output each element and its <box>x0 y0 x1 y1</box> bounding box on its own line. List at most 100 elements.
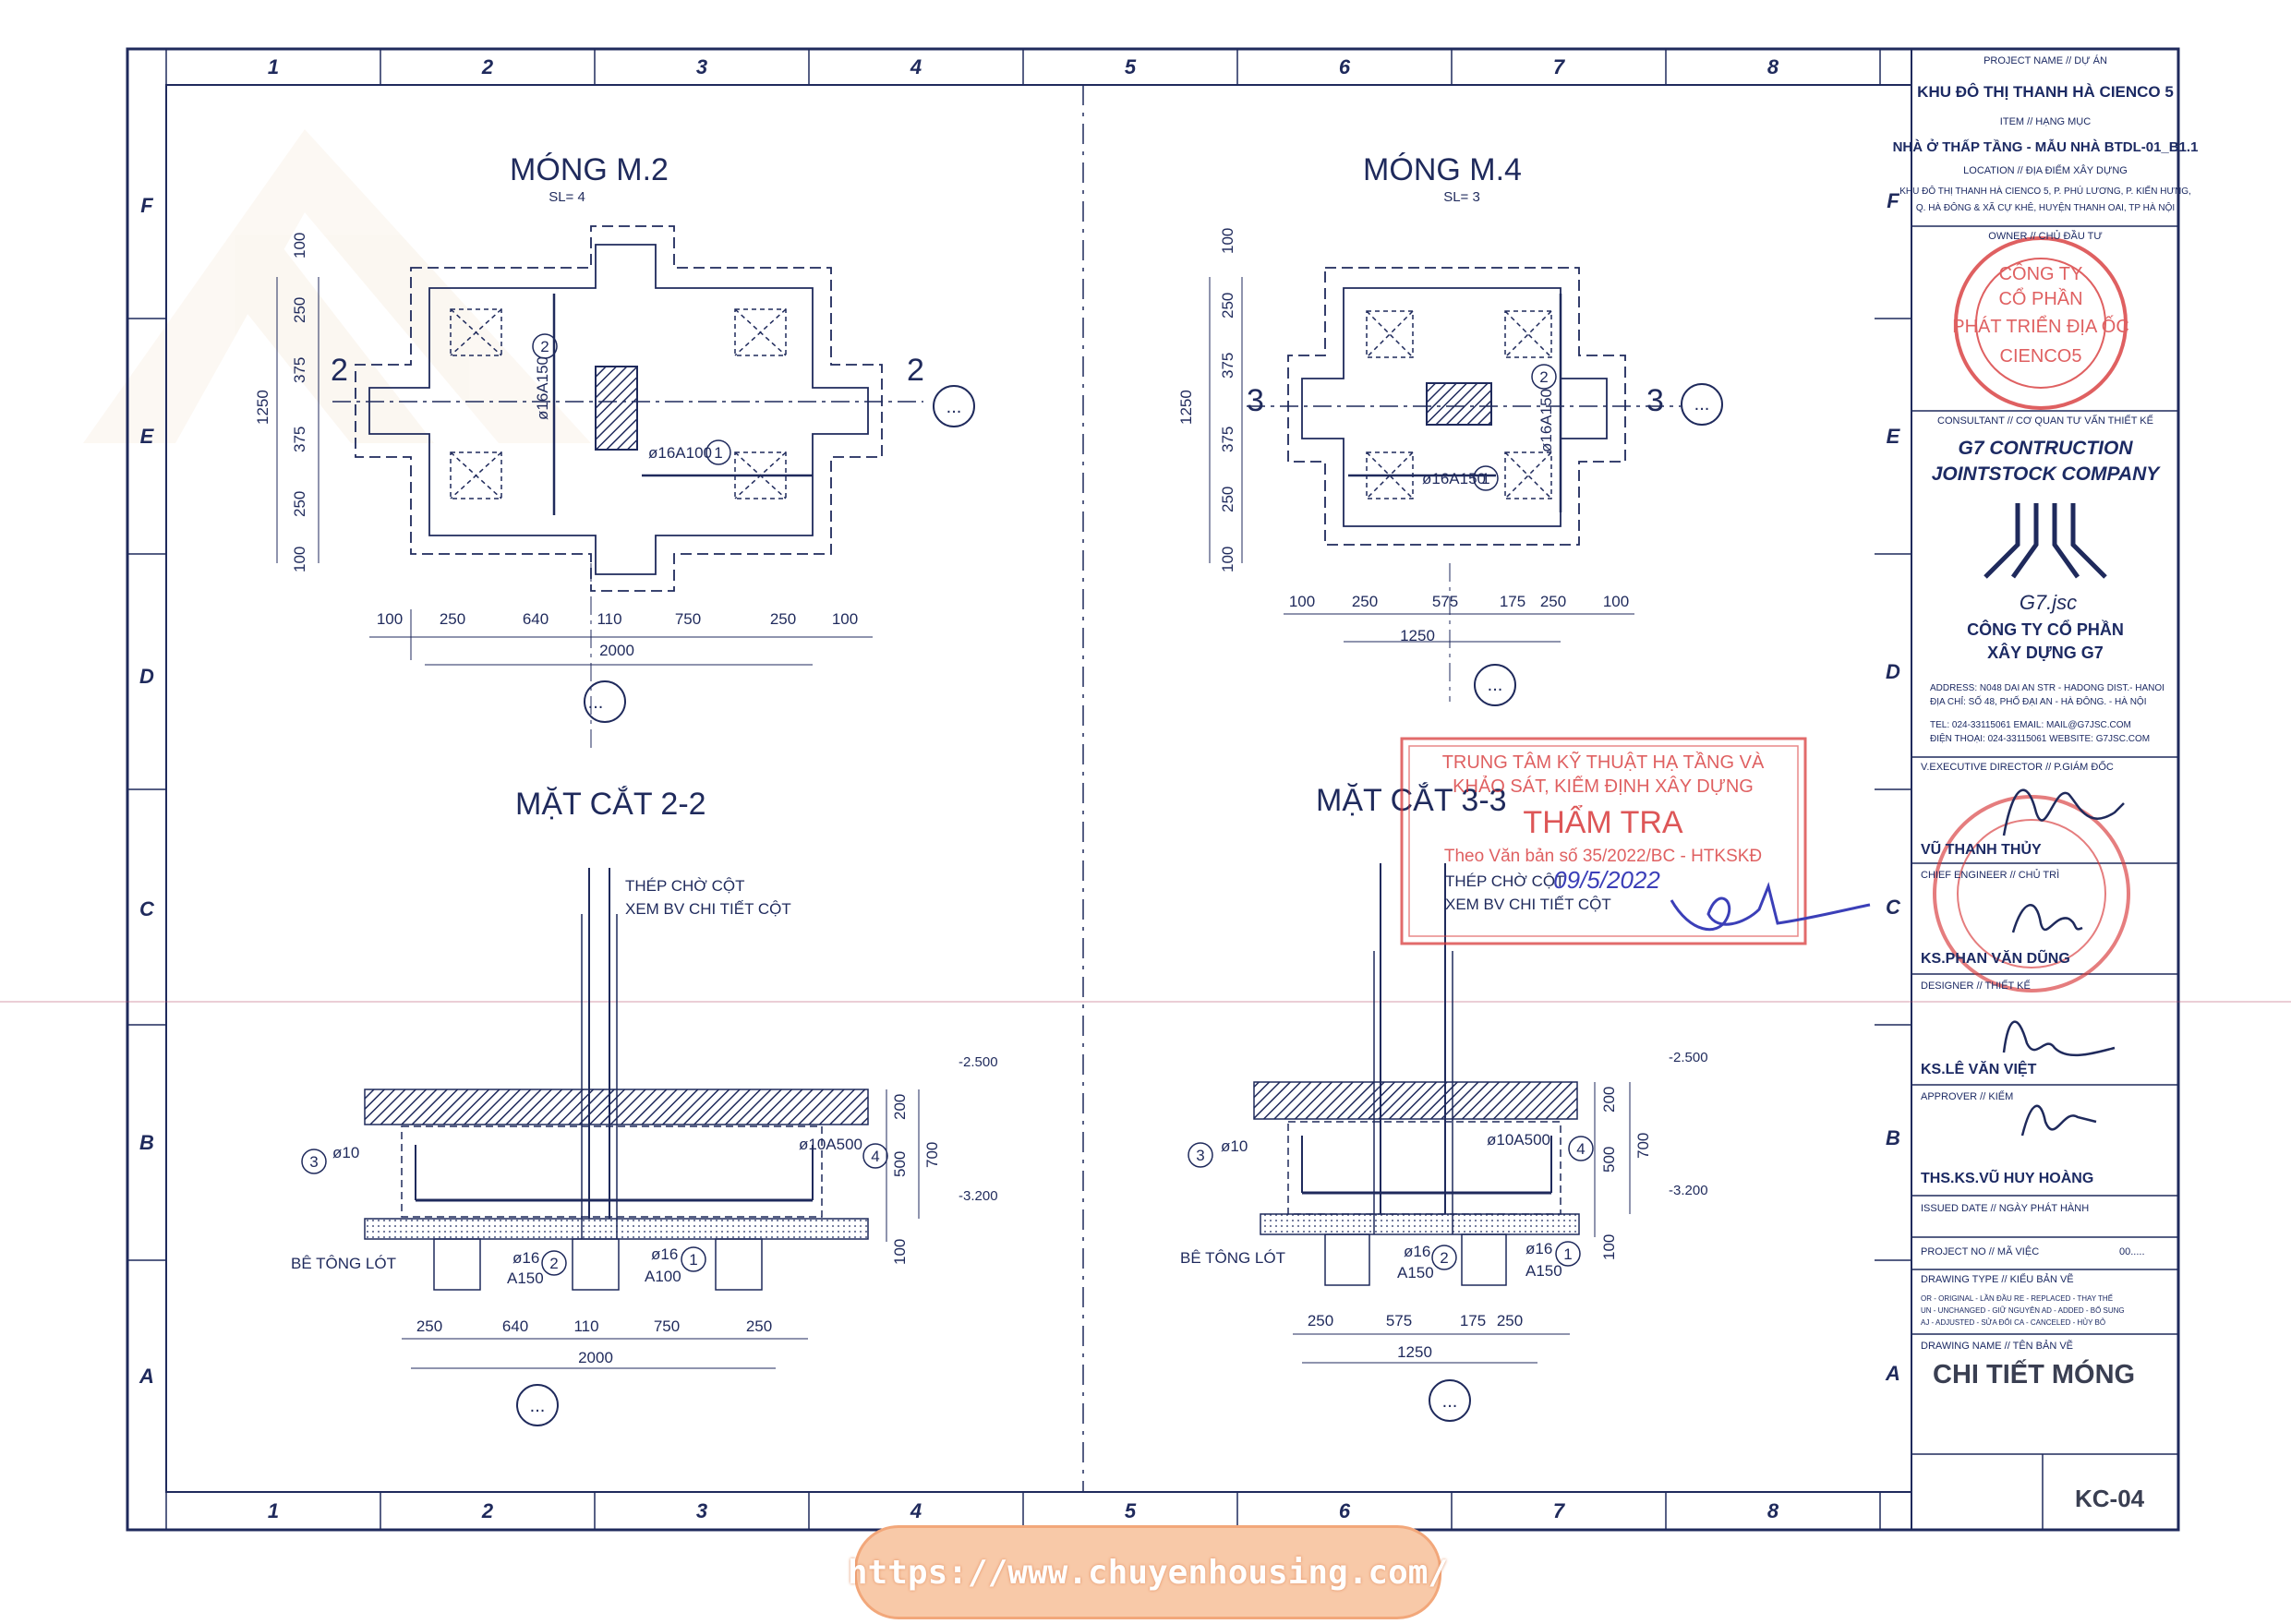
consultant-line-1: G7 CONTRUCTION <box>1958 438 2133 459</box>
owner-stamp: CÔNG TY CỔ PHẦN PHÁT TRIỂN ĐỊA ỐC CIENCO… <box>1952 236 2129 410</box>
svg-text:-3.200: -3.200 <box>1669 1183 1708 1198</box>
signature-chief <box>2011 904 2083 933</box>
plan-m2-bar2: ø16A150 <box>534 356 551 420</box>
svg-text:2: 2 <box>481 55 494 78</box>
svg-text:250: 250 <box>291 297 308 323</box>
svg-text:250: 250 <box>1497 1312 1523 1329</box>
svg-text:ø16: ø16 <box>1525 1240 1552 1257</box>
plan-m2-qty: SL= 4 <box>549 189 585 205</box>
svg-text:8: 8 <box>1767 55 1779 78</box>
svg-text:A150: A150 <box>507 1269 544 1287</box>
svg-text:ø10A500: ø10A500 <box>1487 1131 1550 1149</box>
svg-text:-3.200: -3.200 <box>959 1188 998 1204</box>
svg-text:F: F <box>1887 189 1899 212</box>
plan-mong-m2: MÓNG M.2 SL= 4 <box>276 152 975 748</box>
sheet-number: KC-04 <box>2075 1485 2145 1512</box>
svg-text:A150: A150 <box>1525 1262 1562 1280</box>
plan-m4-bar2: ø16A150 <box>1537 389 1555 452</box>
svg-text:750: 750 <box>654 1317 680 1335</box>
svg-text:110: 110 <box>597 610 621 628</box>
svg-text:575: 575 <box>1386 1312 1412 1329</box>
svg-text:2000: 2000 <box>578 1349 613 1366</box>
section-mark-2-right: 2 <box>907 353 924 388</box>
section-2-2-labels: MẶT CẮT 2-2 THÉP CHỜ CỘT XEM BV CHI TIẾT… <box>291 787 998 1416</box>
vexec-label: V.EXECUTIVE DIRECTOR // P.GIÁM ĐỐC <box>1921 762 2114 773</box>
svg-text:250: 250 <box>1352 593 1378 610</box>
chief-label: CHIEF ENGINEER // CHỦ TRÌ <box>1921 870 2060 881</box>
svg-text:D: D <box>139 665 154 688</box>
svg-text:A: A <box>1885 1362 1900 1385</box>
company-line-1: CÔNG TY CỔ PHẦN <box>1967 620 2124 639</box>
svg-text:TRUNG TÂM KỸ THUẬT HẠ TẦNG VÀ: TRUNG TÂM KỸ THUẬT HẠ TẦNG VÀ <box>1442 751 1765 773</box>
svg-text:4: 4 <box>910 55 922 78</box>
vexec-name: VŨ THANH THỦY <box>1921 842 2042 858</box>
svg-text:1: 1 <box>268 1499 279 1522</box>
issued-date-label: ISSUED DATE // NGÀY PHÁT HÀNH <box>1921 1203 2090 1214</box>
svg-text:XEM BV CHI TIẾT CỘT: XEM BV CHI TIẾT CỘT <box>1445 896 1611 913</box>
section-2-2 <box>301 868 920 1426</box>
signature-vexec <box>2002 788 2125 836</box>
svg-text:3: 3 <box>1196 1147 1204 1164</box>
svg-text:200: 200 <box>891 1094 909 1120</box>
svg-text:1250: 1250 <box>254 390 271 425</box>
svg-text:1: 1 <box>689 1251 697 1269</box>
title-block-dividers <box>1911 225 2178 1530</box>
drawing-name: CHI TIẾT MÓNG <box>1933 1360 2136 1389</box>
svg-text:100: 100 <box>377 610 403 628</box>
approver-label: APPROVER // KIỂM <box>1921 1091 2014 1102</box>
svg-text:640: 640 <box>502 1317 528 1335</box>
svg-text:...: ... <box>530 1396 546 1416</box>
svg-text:2: 2 <box>540 338 549 355</box>
svg-text:-2.500: -2.500 <box>1669 1050 1708 1065</box>
svg-text:XEM BV CHI TIẾT CỘT: XEM BV CHI TIẾT CỘT <box>625 900 791 918</box>
svg-text:A100: A100 <box>645 1268 681 1285</box>
plan-m4-bar1: ø16A150 <box>1422 470 1486 487</box>
svg-text:F: F <box>140 194 153 217</box>
svg-text:250: 250 <box>770 610 796 628</box>
item-label: ITEM // HẠNG MỤC <box>1999 116 2092 127</box>
svg-text:375: 375 <box>291 427 308 452</box>
drawing-type-line-3: AJ - ADJUSTED - SỬA ĐỔI CA - CANCELED - … <box>1921 1318 2106 1327</box>
svg-text:110: 110 <box>573 1317 598 1335</box>
project-label: PROJECT NAME // DỰ ÁN <box>1984 55 2107 66</box>
svg-text:2: 2 <box>481 1499 494 1522</box>
section-2-2-title: MẶT CẮT 2-2 <box>515 787 706 822</box>
svg-text:CIENCO5: CIENCO5 <box>2000 346 2082 367</box>
svg-text:THẨM TRA: THẨM TRA <box>1523 805 1682 840</box>
designer-name: KS.LÊ VĂN VIỆT <box>1921 1062 2037 1077</box>
svg-text:4: 4 <box>910 1499 922 1522</box>
svg-text:375: 375 <box>1219 427 1236 452</box>
svg-text:1: 1 <box>1481 470 1489 487</box>
svg-text:...: ... <box>1694 394 1710 415</box>
svg-text:KHẢO SÁT, KIỂM ĐỊNH XÂY DỰNG: KHẢO SÁT, KIỂM ĐỊNH XÂY DỰNG <box>1453 776 1754 797</box>
plan-mong-m4: MÓNG M.4 SL= 3 <box>1209 152 1723 706</box>
svg-text:575: 575 <box>1432 593 1458 610</box>
plan-m4-qty: SL= 3 <box>1443 189 1480 205</box>
section-3-3 <box>1188 863 1631 1422</box>
svg-text:1: 1 <box>1563 1245 1572 1263</box>
svg-text:E: E <box>140 425 155 448</box>
svg-text:640: 640 <box>523 610 549 628</box>
svg-text:2: 2 <box>549 1255 558 1272</box>
svg-text:3: 3 <box>696 55 707 78</box>
watermark-url: https://www.chuyenhousing.com/ <box>847 1553 1449 1592</box>
svg-text:100: 100 <box>291 233 308 259</box>
svg-text:4: 4 <box>1576 1140 1585 1158</box>
svg-text:1250: 1250 <box>1400 627 1435 644</box>
drawing-type-line-2: UN - UNCHANGED - GIỮ NGUYÊN AD - ADDED -… <box>1921 1306 2125 1315</box>
plan-m2-bar1: ø16A100 <box>648 444 712 462</box>
svg-text:ø16: ø16 <box>1404 1243 1430 1260</box>
location-line-2: Q. HÀ ĐÔNG & XÃ CỰ KHÊ, HUYỆN THANH OAI,… <box>1915 203 2176 213</box>
section-mark-3-left: 3 <box>1247 383 1264 418</box>
section-mark-2-left: 2 <box>331 353 348 388</box>
item-name: NHÀ Ở THẤP TẦNG - MẪU NHÀ BTDL-01_B1.1 <box>1892 139 2199 155</box>
svg-text:100: 100 <box>1219 228 1236 254</box>
svg-text:175: 175 <box>1500 593 1525 610</box>
svg-text:ø10A500: ø10A500 <box>799 1136 862 1153</box>
faint-watermark-logo <box>83 129 591 443</box>
svg-text:3: 3 <box>309 1153 318 1171</box>
project-no-value: 00..... <box>2119 1246 2145 1257</box>
plan-m4-labels: 3 3 ... ... ø16A150 1 ø16A150 2 100 250 … <box>1177 228 1709 695</box>
svg-text:THÉP CHỜ CỘT: THÉP CHỜ CỘT <box>1445 872 1565 890</box>
